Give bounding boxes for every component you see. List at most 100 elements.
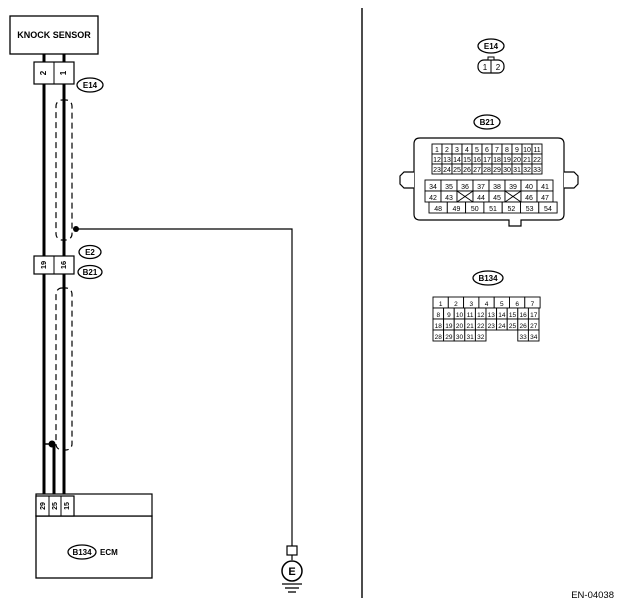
connector-e14-sensor[interactable]: 2 1 [33, 61, 75, 85]
pin-number: 49 [453, 206, 461, 213]
pin-number: 29 [493, 167, 501, 174]
pin-number: 25 [453, 167, 461, 174]
pin-number: 13 [488, 312, 496, 319]
pin-cell [527, 329, 540, 342]
pin-number: 42 [429, 195, 437, 202]
connector-e2-b21[interactable]: 19 16 [33, 255, 75, 275]
b21-view-ref-badge [473, 114, 501, 130]
pin-number: 28 [483, 167, 491, 174]
ecm-pin-15: 15 [64, 502, 71, 510]
pin-number: 34 [530, 334, 538, 341]
pin-number: 35 [445, 184, 453, 191]
shield-ground-wire [76, 228, 293, 546]
knock-sensor-label: KNOCK SENSOR [17, 30, 91, 40]
pin-number: 15 [463, 157, 471, 164]
pin-number: 28 [435, 334, 443, 341]
pin-number: 26 [463, 167, 471, 174]
pin-number: 31 [513, 167, 521, 174]
pin-number: 14 [498, 312, 506, 319]
pin-number: 16 [519, 312, 527, 319]
e14-pin-1: 1 [59, 70, 68, 75]
pin-number: 33 [533, 167, 541, 174]
pin-number: 24 [498, 323, 506, 330]
b134-ref-label: B134 [72, 548, 92, 557]
wiring-section: KNOCK SENSOR 2 1 E14 19 16 E2 B21 [9, 15, 303, 593]
pin-number: 3 [469, 301, 473, 308]
pin-number: 5 [475, 147, 479, 154]
pin-number: 6 [515, 301, 519, 308]
pin-number: 20 [513, 157, 521, 164]
pin-number: 14 [453, 157, 461, 164]
e14-view-pin-2: 2 [496, 63, 501, 72]
pin-number: 34 [429, 184, 437, 191]
pin-number: 30 [456, 334, 464, 341]
pin-number: 23 [488, 323, 496, 330]
pin-number: 22 [533, 157, 541, 164]
e14-view-pin-1: 1 [483, 63, 488, 72]
mid-pin-16: 16 [59, 261, 68, 269]
pin-number: 27 [473, 167, 481, 174]
connector-b134-ecm[interactable]: 29 25 15 [35, 495, 75, 517]
pin-number: 36 [461, 184, 469, 191]
pin-number: 54 [544, 206, 552, 213]
pin-number: 4 [465, 147, 469, 154]
ecm-pin-29: 29 [40, 502, 47, 510]
pin-number: 52 [507, 206, 515, 213]
pin-number: 45 [493, 195, 501, 202]
pin-number: 15 [509, 312, 517, 319]
pin-number: 21 [466, 323, 474, 330]
pin-number: 11 [533, 147, 540, 154]
pin-number: 10 [456, 312, 464, 319]
pin-cell [474, 329, 487, 342]
e14-face[interactable]: 1 2 [477, 56, 505, 74]
b21-ref-badge [77, 264, 103, 280]
pin-number: 12 [477, 312, 485, 319]
ecm-box[interactable] [35, 515, 153, 579]
shield-lower [55, 287, 73, 451]
pin-number: 32 [523, 167, 531, 174]
pin-number: 8 [505, 147, 509, 154]
b134-view-ref: B134 [478, 274, 498, 283]
pin-number: 4 [485, 301, 489, 308]
b134-view-ref-badge [472, 270, 504, 286]
pin-number: 47 [541, 195, 549, 202]
pin-number: 6 [485, 147, 489, 154]
pin-cell [531, 163, 543, 175]
pin-number: 53 [526, 206, 534, 213]
blank-pin-cross [504, 190, 522, 203]
pin-number: 17 [530, 312, 538, 319]
pin-number: 37 [477, 184, 485, 191]
pin-number: 40 [525, 184, 533, 191]
b21-ref-label: B21 [83, 268, 98, 277]
b134-ref-badge [67, 544, 97, 560]
pin-number: 11 [467, 312, 474, 319]
ground-circle[interactable] [281, 560, 303, 582]
pin-number: 16 [473, 157, 481, 164]
pin-number: 5 [500, 301, 504, 308]
pin-number: 22 [477, 323, 485, 330]
pin-number: 29 [445, 334, 453, 341]
pin-number: 48 [434, 206, 442, 213]
pin-number: 43 [445, 195, 453, 202]
pin-number: 7 [531, 301, 535, 308]
pin-number: 9 [447, 312, 451, 319]
pin-number: 17 [483, 157, 491, 164]
pin-number: 30 [503, 167, 511, 174]
ground-terminal [286, 545, 298, 556]
pin-number: 46 [525, 195, 533, 202]
pin-number: 1 [435, 147, 439, 154]
pin-number: 23 [433, 167, 441, 174]
ecm-pin-25: 25 [52, 502, 59, 510]
e14-view-ref-badge [477, 38, 505, 54]
pin-number: 20 [456, 323, 464, 330]
b21-view-ref: B21 [480, 118, 495, 127]
pin-number: 38 [493, 184, 501, 191]
pin-number: 8 [436, 312, 440, 319]
pin-number: 33 [519, 334, 527, 341]
knock-sensor-box[interactable] [9, 15, 99, 55]
pin-number: 51 [489, 206, 497, 213]
